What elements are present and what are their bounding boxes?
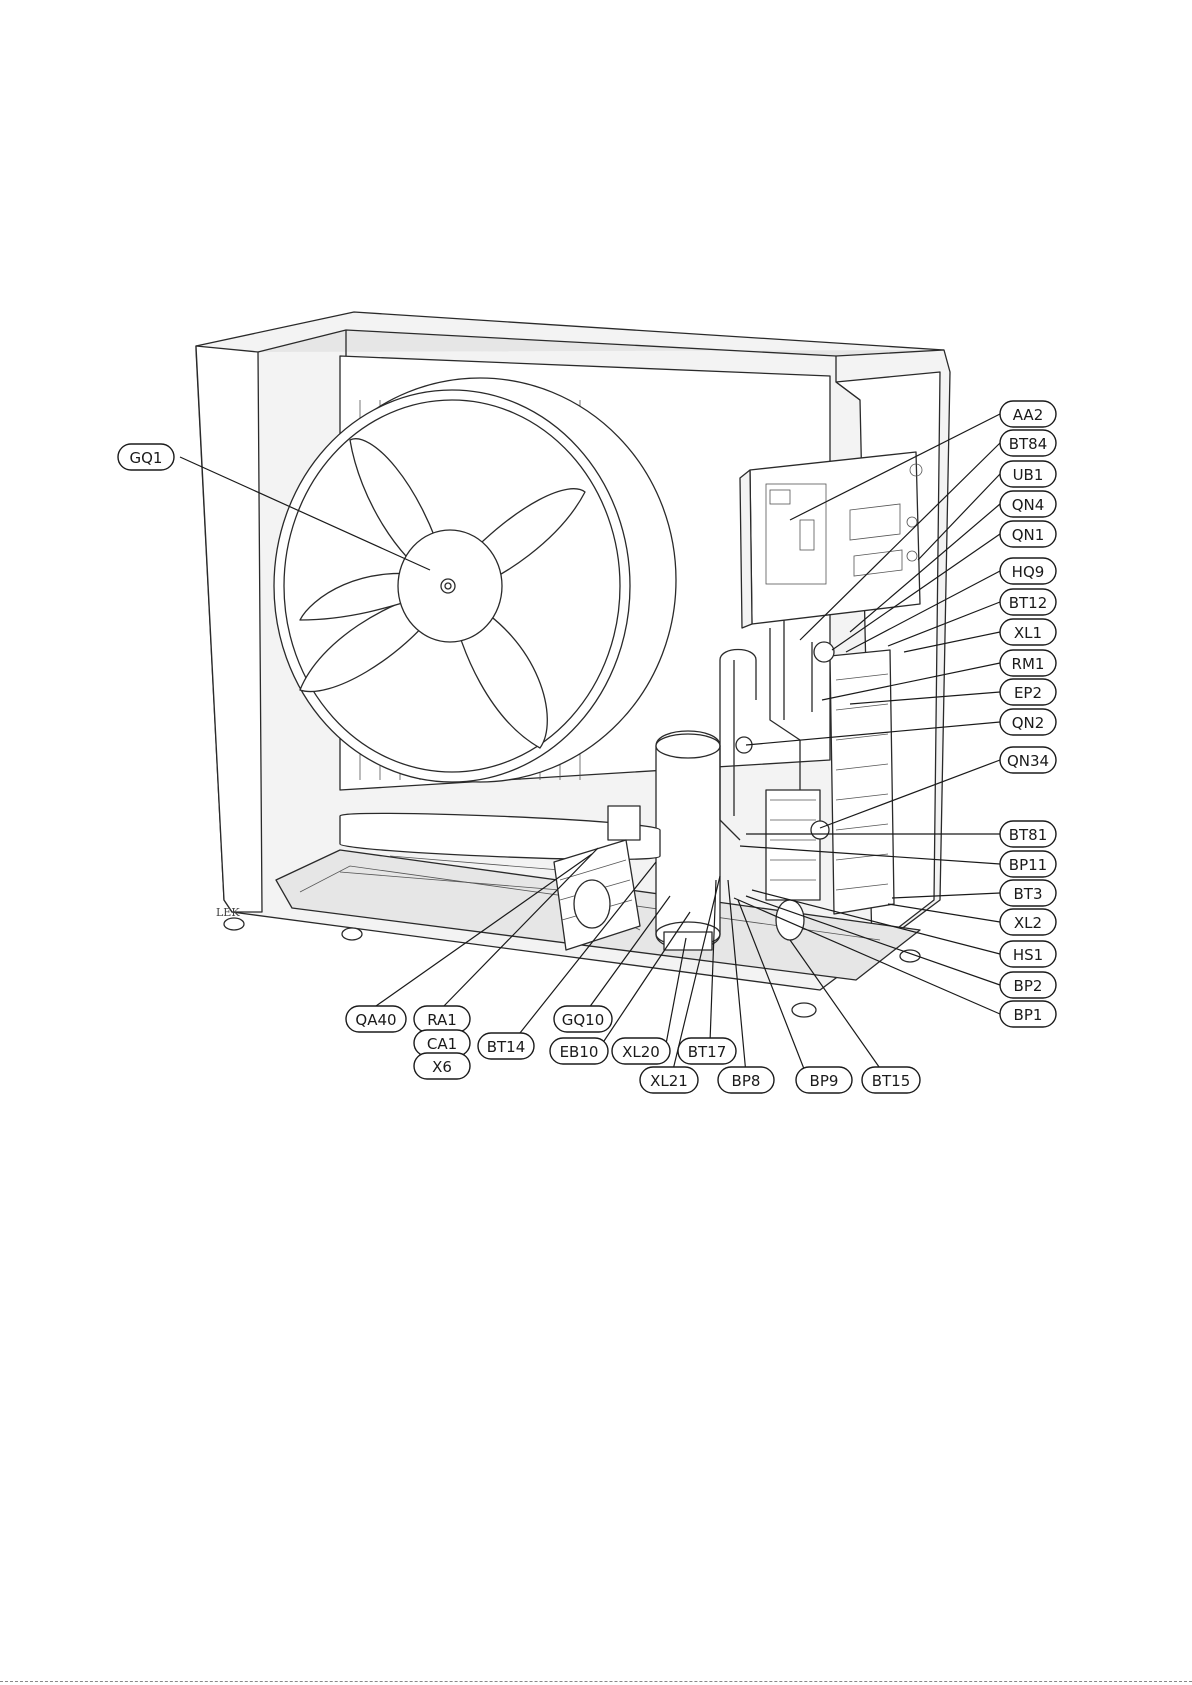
- label-bt15: BT15: [862, 1067, 920, 1093]
- label-gq10: GQ10: [554, 1006, 612, 1032]
- svg-text:CA1: CA1: [427, 1035, 457, 1053]
- label-qn1: QN1: [1000, 521, 1056, 547]
- label-qn2: QN2: [1000, 709, 1056, 735]
- svg-text:BP2: BP2: [1014, 977, 1043, 995]
- svg-text:BT3: BT3: [1014, 885, 1043, 903]
- label-hq9: HQ9: [1000, 558, 1056, 584]
- svg-text:BT15: BT15: [872, 1072, 911, 1090]
- label-qn4: QN4: [1000, 491, 1056, 517]
- label-xl21: XL21: [640, 1067, 698, 1093]
- label-bt14: BT14: [478, 1033, 534, 1059]
- label-xl2: XL2: [1000, 909, 1056, 935]
- svg-text:BT84: BT84: [1009, 435, 1048, 453]
- svg-text:BP8: BP8: [732, 1072, 761, 1090]
- label-bt84: BT84: [1000, 430, 1056, 456]
- label-hs1: HS1: [1000, 941, 1056, 967]
- svg-text:XL20: XL20: [622, 1043, 660, 1061]
- svg-text:BP11: BP11: [1009, 856, 1047, 874]
- label-bp1: BP1: [1000, 1001, 1056, 1027]
- label-qn34: QN34: [1000, 747, 1056, 773]
- svg-text:X6: X6: [432, 1058, 452, 1076]
- svg-text:RA1: RA1: [427, 1011, 457, 1029]
- label-bt81: BT81: [1000, 821, 1056, 847]
- label-xl1: XL1: [1000, 619, 1056, 645]
- svg-text:GQ10: GQ10: [562, 1011, 605, 1029]
- svg-text:BP1: BP1: [1014, 1006, 1043, 1024]
- label-x6: X6: [414, 1053, 470, 1079]
- plate-heat-exchanger: [830, 650, 894, 914]
- label-qa40: QA40: [346, 1006, 406, 1032]
- label-gq1: GQ1: [118, 444, 174, 470]
- label-bt3: BT3: [1000, 880, 1056, 906]
- svg-text:XL21: XL21: [650, 1072, 688, 1090]
- svg-text:BP9: BP9: [810, 1072, 839, 1090]
- label-bp11: BP11: [1000, 851, 1056, 877]
- svg-text:BT81: BT81: [1009, 826, 1048, 844]
- svg-text:HS1: HS1: [1013, 946, 1043, 964]
- label-ep2: EP2: [1000, 679, 1056, 705]
- svg-text:EB10: EB10: [560, 1043, 599, 1061]
- svg-text:BT12: BT12: [1009, 594, 1048, 612]
- label-ca1: CA1: [414, 1030, 470, 1056]
- svg-text:EP2: EP2: [1014, 684, 1042, 702]
- svg-text:HQ9: HQ9: [1012, 563, 1045, 581]
- label-eb10: EB10: [550, 1038, 608, 1064]
- label-xl20: XL20: [612, 1038, 670, 1064]
- svg-text:AA2: AA2: [1013, 406, 1043, 424]
- label-bp2: BP2: [1000, 972, 1056, 998]
- label-ub1: UB1: [1000, 461, 1056, 487]
- label-bt17: BT17: [678, 1038, 736, 1064]
- brand-mark: LEK: [216, 906, 240, 919]
- label-bt12: BT12: [1000, 589, 1056, 615]
- svg-text:GQ1: GQ1: [130, 449, 163, 467]
- fan-gq1: [274, 378, 676, 782]
- label-bp9: BP9: [796, 1067, 852, 1093]
- svg-text:BT17: BT17: [688, 1043, 727, 1061]
- electrical-box: [740, 452, 922, 628]
- page-bottom-rule: [0, 1681, 1192, 1682]
- label-ra1: RA1: [414, 1006, 470, 1032]
- svg-text:QN34: QN34: [1007, 752, 1049, 770]
- label-bp8: BP8: [718, 1067, 774, 1093]
- label-rm1: RM1: [1000, 650, 1056, 676]
- svg-text:UB1: UB1: [1013, 466, 1044, 484]
- svg-text:QN2: QN2: [1012, 714, 1045, 732]
- svg-text:QN4: QN4: [1012, 496, 1045, 514]
- svg-text:QA40: QA40: [355, 1011, 396, 1029]
- label-aa2: AA2: [1000, 401, 1056, 427]
- svg-text:XL2: XL2: [1014, 914, 1042, 932]
- svg-text:RM1: RM1: [1012, 655, 1045, 673]
- svg-text:BT14: BT14: [487, 1038, 526, 1056]
- svg-text:XL1: XL1: [1014, 624, 1042, 642]
- svg-text:QN1: QN1: [1012, 526, 1045, 544]
